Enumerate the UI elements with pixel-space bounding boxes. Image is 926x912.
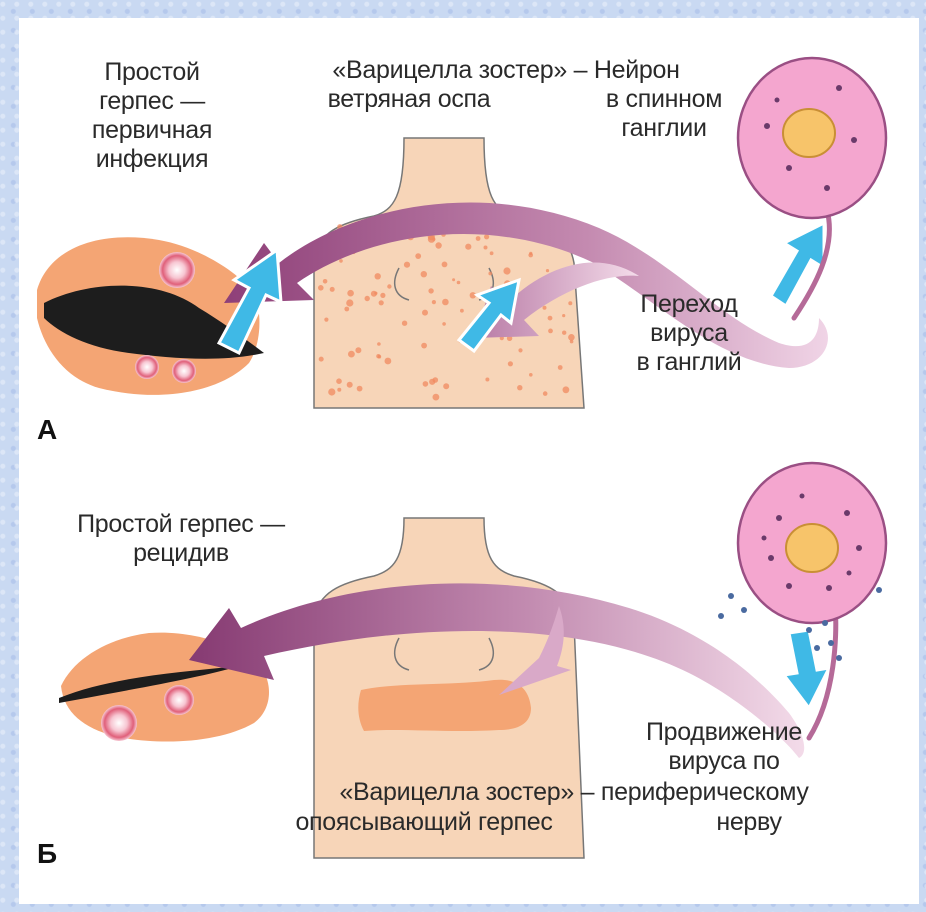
label-movement: Продвижение вируса по	[624, 718, 824, 776]
rash-dot	[548, 329, 553, 334]
diagram-panel: Простой герпес — первичная инфекция «Вар…	[19, 18, 919, 904]
rash-dot	[347, 290, 354, 297]
rash-dot	[344, 307, 349, 312]
rash-dot	[528, 253, 533, 258]
back-a	[314, 138, 584, 408]
rash-dot	[318, 285, 324, 291]
rash-dot	[328, 388, 335, 395]
rash-dot	[529, 373, 533, 377]
rash-dot	[402, 321, 407, 326]
rash-dot	[348, 351, 355, 358]
rash-dot	[490, 251, 494, 255]
rash-dot	[339, 259, 343, 263]
blue-arrow-b	[784, 630, 829, 708]
rash-dot	[543, 391, 548, 396]
rash-dot	[379, 300, 384, 305]
rash-dot	[347, 382, 353, 388]
rash-dot	[548, 316, 553, 321]
label-shingles: «Варицелла зостер» – периферическому	[254, 778, 894, 807]
rash-dot	[518, 348, 522, 352]
rash-dot	[465, 244, 471, 250]
rash-dot	[442, 322, 446, 326]
rash-dot	[517, 385, 522, 390]
rash-dot	[435, 242, 441, 248]
rash-dot	[503, 267, 510, 274]
label-neuron: в спинном ганглии	[579, 85, 749, 143]
rash-dot	[319, 357, 324, 362]
rash-dot	[421, 271, 427, 277]
rash-dot	[337, 388, 341, 392]
rash-dot	[457, 281, 461, 285]
rash-dot	[324, 318, 328, 322]
rash-dot	[508, 361, 513, 366]
panel-letter-b: Б	[37, 838, 57, 870]
rash-dot	[404, 262, 410, 268]
rash-dot	[568, 301, 572, 305]
shingles-band	[358, 680, 531, 731]
rash-dot	[543, 306, 547, 310]
rash-dot	[357, 386, 363, 392]
sore-3	[172, 359, 196, 383]
rash-dot	[365, 296, 370, 301]
rash-dot	[432, 300, 436, 304]
rash-dot	[442, 262, 448, 268]
rash-dot	[429, 379, 435, 385]
label-shingles-2: опоясывающий герпес	[264, 808, 584, 837]
rash-dot	[336, 378, 342, 384]
rash-dot	[484, 246, 488, 250]
rash-dot	[442, 299, 449, 306]
sore-2	[135, 355, 159, 379]
rash-dot	[415, 253, 421, 259]
rash-dot	[460, 309, 464, 313]
rash-dot	[374, 292, 377, 295]
rash-dot	[488, 272, 492, 276]
rash-dot	[452, 278, 455, 281]
rash-dot	[422, 310, 428, 316]
rash-dot	[476, 236, 481, 241]
rash-dot	[562, 331, 566, 335]
rash-dot	[423, 381, 429, 387]
rash-dot	[563, 386, 570, 393]
rash-dot	[485, 378, 489, 382]
label-varicella: «Варицелла зостер» – Нейрон	[261, 56, 751, 85]
rash-dot	[323, 279, 328, 284]
rash-dot	[346, 299, 353, 306]
rash-dot	[355, 347, 361, 353]
rash-dot	[562, 314, 565, 317]
sore-4	[101, 705, 137, 741]
rash-dot	[387, 284, 391, 288]
nucleus-b	[786, 524, 838, 572]
rash-dot	[568, 334, 575, 341]
rash-dot	[428, 288, 433, 293]
label-chickenpox: ветряная оспа	[294, 85, 524, 114]
rash-dot	[433, 394, 440, 401]
rash-dot	[375, 273, 381, 279]
rash-dot	[558, 365, 563, 370]
rash-dot	[385, 358, 392, 365]
label-herpes-primary: Простой герпес — первичная инфекция	[57, 58, 247, 174]
label-nerve: нерву	[679, 808, 819, 837]
rash-dot	[377, 342, 381, 346]
panel-letter-a: А	[37, 414, 57, 446]
rash-dot	[376, 354, 380, 358]
label-herpes-recurrence: Простой герпес — рецидив	[31, 510, 331, 568]
rash-dot	[380, 293, 385, 298]
rash-dot	[443, 383, 449, 389]
sore-1	[159, 252, 195, 288]
label-transition: Переход вируса в ганглий	[599, 290, 779, 377]
nucleus-a	[783, 109, 835, 157]
sore-5	[164, 685, 194, 715]
rash-dot	[421, 343, 427, 349]
rash-dot	[570, 340, 574, 344]
rash-dot	[330, 287, 335, 292]
rash-dot	[546, 269, 549, 272]
